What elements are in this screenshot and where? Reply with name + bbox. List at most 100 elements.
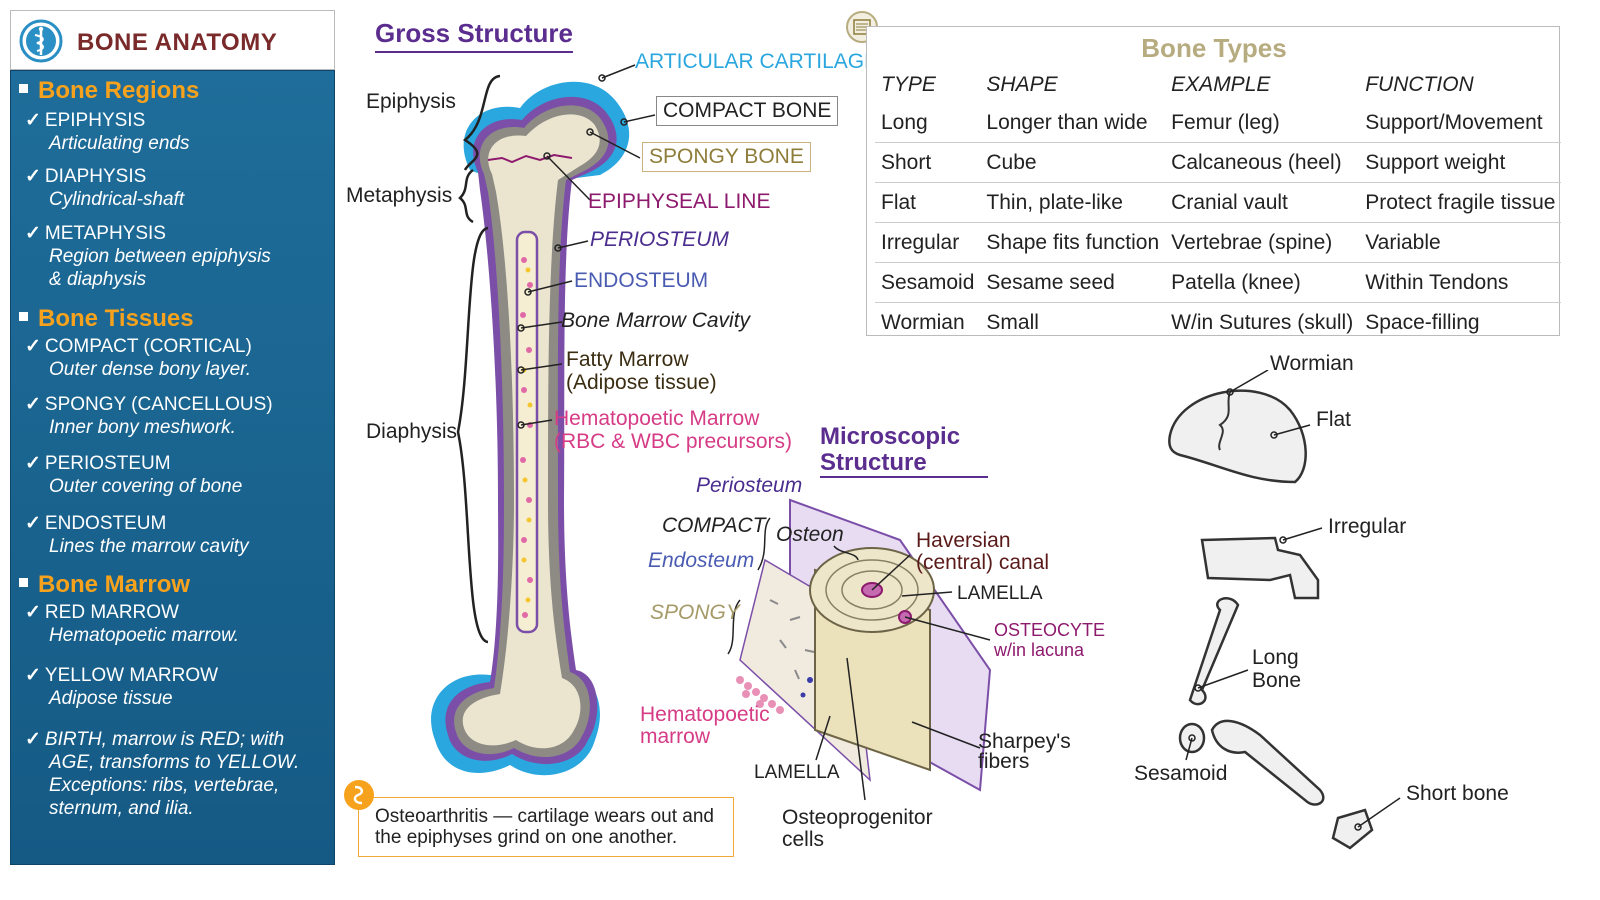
section-bone-tissues: Bone Tissues — [19, 305, 194, 333]
table-cell: Short — [875, 142, 981, 183]
table-cell: Thin, plate-like — [980, 182, 1166, 223]
adipose-tissue-label: (Adipose tissue) — [566, 371, 717, 394]
table-cell: Calcaneous (heel) — [1165, 142, 1360, 183]
haversian-canal-label: Haversian(central) canal — [916, 529, 1050, 574]
marrow-cluster — [736, 676, 784, 714]
table-row: Long Longer than wide Femur (leg) Suppor… — [875, 103, 1561, 143]
micro-compact-label: COMPACT — [662, 514, 766, 537]
table-cell: Long — [881, 110, 928, 134]
short-bone-label: Short bone — [1406, 782, 1509, 805]
leader-lines — [517, 64, 656, 429]
table-cell: Femur (leg) — [1171, 110, 1280, 134]
type-leader-lines — [1185, 370, 1401, 831]
clinical-note-icon — [344, 780, 374, 810]
metaphysis-label: Metaphysis — [346, 184, 453, 207]
sesamoid-label: Sesamoid — [1134, 762, 1228, 785]
bone-types-sketch — [1168, 370, 1401, 850]
clinical-note-text: Osteoarthritis — cartilage wears out and… — [375, 806, 714, 848]
diaphysis-bracket — [456, 226, 489, 644]
table-cell: Variable — [1359, 222, 1562, 263]
section-bone-regions: Bone Regions — [19, 77, 199, 105]
lamella-top-label: LAMELLA — [957, 583, 1043, 604]
vertebra-irregular-bone — [1200, 536, 1320, 600]
micro-leader-lines — [727, 517, 991, 801]
spongy-bone-label: SPONGY BONE — [642, 142, 811, 172]
epiphyseal-line-label: EPIPHYSEAL LINE — [588, 190, 771, 213]
table-cell: Vertebrae (spine) — [1165, 222, 1360, 263]
tibia-bone — [1210, 719, 1325, 806]
bone-types-table: Bone Types TYPE SHAPE EXAMPLE FUNCTION L… — [866, 26, 1562, 342]
table-cell: Protect fragile tissue — [1359, 182, 1562, 223]
table-cell: Space-filling — [1359, 302, 1562, 342]
table-cell: Sesamoid — [875, 262, 981, 303]
short-bone — [1331, 808, 1374, 850]
list-item: ✓SPONGY (CANCELLOUS)Inner bony meshwork. — [25, 394, 273, 438]
articular-cartilage-label: ARTICULAR CARTILAGE — [635, 50, 879, 73]
bone-marrow-cavity-label: Bone Marrow Cavity — [561, 309, 751, 332]
osteon-label: Osteon — [776, 523, 844, 546]
yellow-marrow-dots — [521, 267, 533, 603]
table-row: Flat Thin, plate-like Cranial vault Prot… — [875, 182, 1562, 223]
table-cell: Flat — [875, 182, 981, 223]
clinical-note: Osteoarthritis — cartilage wears out and… — [358, 797, 734, 857]
micro-spongy-label: SPONGY — [650, 601, 740, 624]
column-header: FUNCTION — [1365, 73, 1474, 96]
table-row: Wormian Small W/in Sutures (skull) Space… — [875, 302, 1562, 342]
compact-bone-label: COMPACT BONE — [656, 96, 839, 126]
wormian-suture — [1218, 391, 1231, 451]
table-cell: Wormian — [875, 302, 981, 342]
table-cell: Support weight — [1359, 142, 1562, 183]
table-row: Short Cube Calcaneous (heel) Support wei… — [875, 142, 1562, 183]
table-row: Sesamoid Sesame seed Patella (knee) With… — [875, 262, 1562, 303]
table-cell: Longer than wide — [986, 110, 1148, 134]
table-cell: Irregular — [875, 222, 981, 263]
column-header: EXAMPLE — [1171, 73, 1271, 96]
table-cell: Shape fits function — [980, 222, 1166, 263]
bone-types-grid: TYPE SHAPE EXAMPLE FUNCTION Long Longer … — [875, 67, 1562, 342]
caduceus-logo-icon — [19, 19, 63, 63]
sidebar-header: BONE ANATOMY — [10, 10, 335, 70]
wormian-label: Wormian — [1270, 352, 1354, 375]
skull-flat-bone — [1168, 389, 1307, 484]
table-cell: Small — [980, 302, 1166, 342]
page-title: BONE ANATOMY — [77, 29, 278, 56]
table-title: Bone Types — [1141, 33, 1287, 63]
table-cell: Patella (knee) — [1165, 262, 1360, 303]
femur-illustration — [431, 64, 656, 776]
endosteum-label: ENDOSTEUM — [574, 269, 709, 292]
rbc-wbc-label: (RBC & WBC precursors) — [554, 430, 793, 453]
hematopoetic-marrow-label: Hematopoetic Marrow — [554, 407, 760, 430]
epiphysis-bracket — [462, 74, 501, 171]
table-cell: W/in Sutures (skull) — [1165, 302, 1360, 342]
list-item: ✓COMPACT (CORTICAL)Outer dense bony laye… — [25, 336, 252, 380]
metaphysis-bracket — [458, 168, 474, 224]
red-marrow-dots — [520, 257, 533, 618]
periosteum-label: PERIOSTEUM — [590, 228, 729, 251]
lamella-bottom-label: LAMELLA — [754, 762, 840, 783]
column-header: TYPE — [881, 73, 936, 96]
epiphyseal-line — [487, 153, 573, 164]
marrow-cavity — [515, 230, 539, 634]
flat-label: Flat — [1316, 408, 1352, 431]
micro-endosteum-label: Endosteum — [648, 549, 755, 572]
epiphysis-label: Epiphysis — [366, 90, 456, 113]
micro-periosteum-label: Periosteum — [696, 474, 803, 497]
table-cell: Cranial vault — [1165, 182, 1360, 223]
table-cell: Support/Movement — [1365, 110, 1543, 134]
femur-long-bone — [1188, 596, 1240, 706]
diaphysis-label: Diaphysis — [366, 420, 458, 443]
